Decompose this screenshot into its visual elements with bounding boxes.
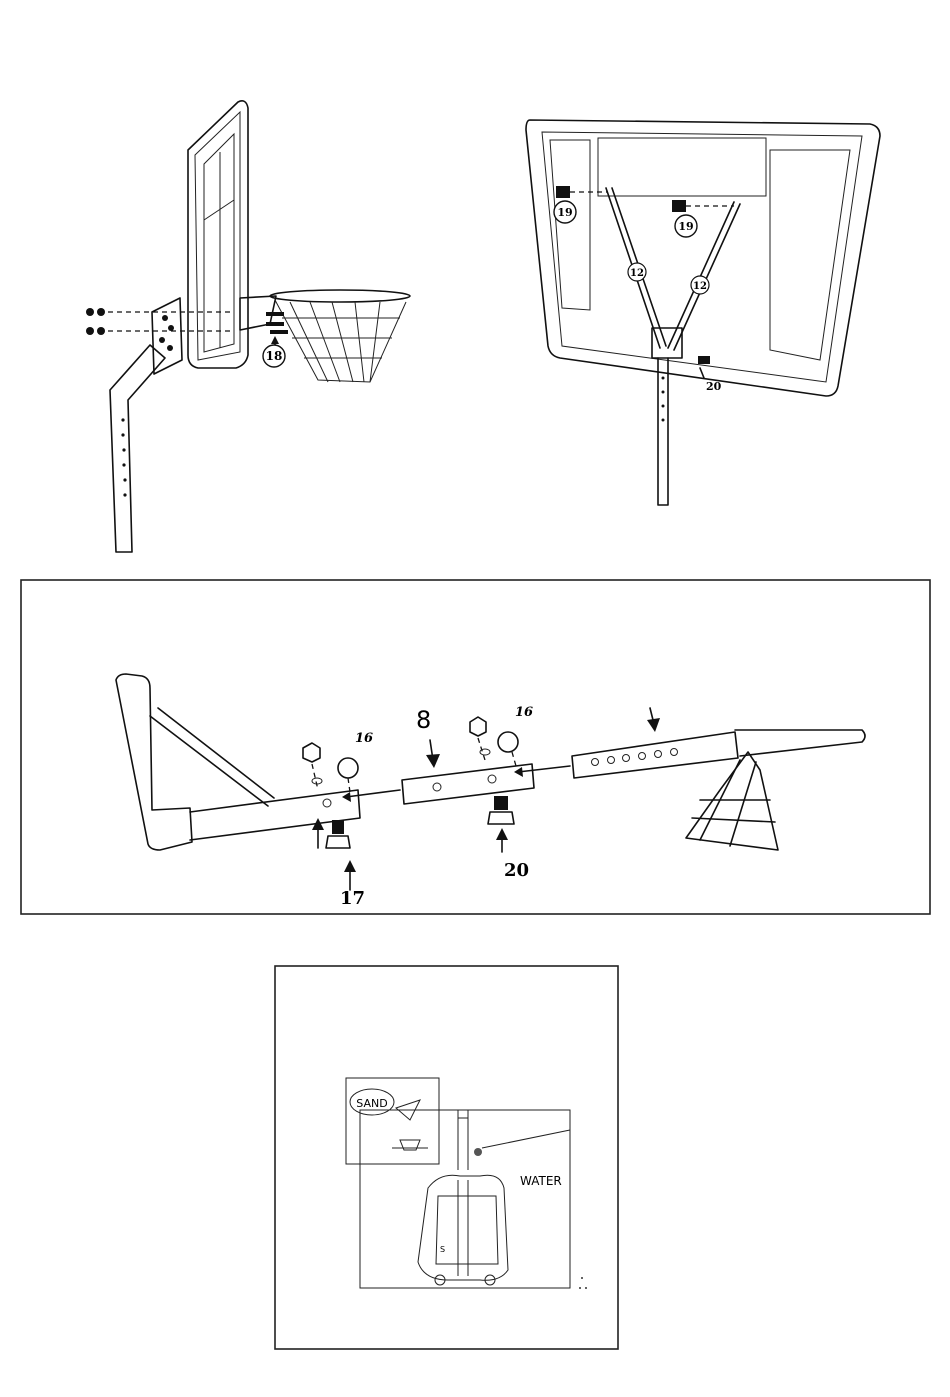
scene-dots (579, 1277, 587, 1289)
water-hose (482, 1130, 570, 1148)
base-pole (458, 1110, 468, 1170)
base-tank (418, 1175, 508, 1280)
base-fill-frame (275, 966, 618, 1349)
label-sand: SAND (356, 1097, 387, 1110)
label-s: S (440, 1245, 445, 1254)
label-water: WATER (520, 1174, 562, 1188)
